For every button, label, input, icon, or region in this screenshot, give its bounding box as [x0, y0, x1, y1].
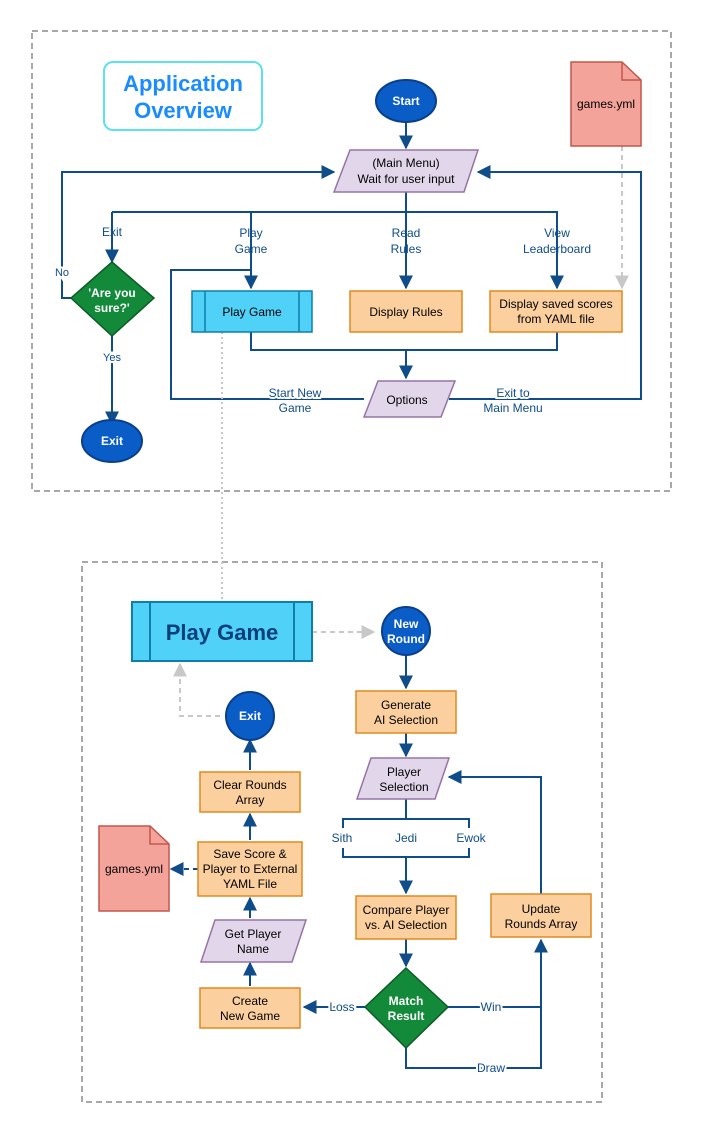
save-score-label-1: Save Score &: [213, 847, 286, 861]
player-selection-label-1: Player: [387, 765, 421, 779]
selection-split: [342, 818, 470, 828]
edge-no-loop: [61, 165, 336, 299]
play-game-subprocess-detail[interactable]: Play Game: [131, 601, 313, 662]
edge-exit-main-menu: [449, 165, 642, 400]
save-score-label-3: YAML File: [223, 877, 277, 891]
selection-merge: [342, 848, 470, 858]
new-round-label-1: New: [394, 617, 419, 631]
edge-label-play-2: Game: [235, 242, 268, 256]
options-label: Options: [386, 393, 427, 407]
match-result-label-2: Result: [388, 1009, 425, 1023]
new-round-node[interactable]: New Round: [381, 606, 431, 656]
display-scores-label-1: Display saved scores: [499, 297, 612, 311]
clear-rounds-node[interactable]: Clear Rounds Array: [199, 771, 301, 813]
edge-label-view-2: Leaderboard: [523, 242, 591, 256]
games-yml-file-detail[interactable]: games.yml: [98, 825, 170, 912]
clear-rounds-label-2: Array: [236, 793, 265, 807]
compare-label-2: vs. AI Selection: [365, 918, 447, 932]
update-rounds-node[interactable]: Update Rounds Array: [490, 893, 592, 938]
play-game-label-overview: Play Game: [222, 305, 282, 319]
display-scores-node[interactable]: Display saved scores from YAML file: [489, 290, 623, 333]
display-scores-label-2: from YAML file: [517, 312, 594, 326]
start-node[interactable]: Start: [375, 79, 437, 123]
edge-start-new-game: [170, 269, 364, 400]
are-you-sure-decision[interactable]: 'Are you sure?': [69, 261, 156, 338]
play-game-container: [81, 561, 603, 1103]
are-you-sure-label-2: sure?': [94, 301, 130, 315]
overview-title-line1: Application: [123, 71, 243, 96]
edge-label-loss: Loss: [329, 1000, 354, 1014]
overview-title: Application Overview: [103, 61, 263, 131]
edge-update-player: [447, 770, 542, 894]
edge-label-exit: Exit: [102, 225, 123, 239]
get-player-name-node[interactable]: Get Player Name: [199, 919, 308, 963]
edge-label-start-new-1: Start New: [269, 386, 322, 400]
edge-label-exit-main-1: Exit to: [496, 386, 530, 400]
play-game-title-detail: Play Game: [166, 620, 279, 645]
edge-label-play-1: Play: [239, 226, 262, 240]
main-menu-label-2: Wait for user input: [358, 172, 456, 186]
merge-bar: [250, 332, 558, 351]
generate-ai-label-1: Generate: [381, 698, 431, 712]
create-new-game-node[interactable]: Create New Game: [199, 987, 301, 1029]
compare-node[interactable]: Compare Player vs. AI Selection: [355, 895, 457, 940]
create-new-game-label-1: Create: [232, 994, 268, 1008]
match-result-label-1: Match: [389, 994, 424, 1008]
player-selection-node[interactable]: Player Selection: [355, 757, 451, 800]
save-score-label-2: Player to External: [203, 862, 298, 876]
clear-rounds-label-1: Clear Rounds: [213, 778, 286, 792]
edge-label-win: Win: [481, 1000, 502, 1014]
choice-ewok[interactable]: Ewok: [454, 829, 488, 847]
exit-node-overview[interactable]: Exit: [81, 419, 143, 463]
exit-label-detail: Exit: [239, 709, 261, 723]
update-rounds-label-1: Update: [522, 902, 561, 916]
edge-exit-playgame: [173, 662, 220, 717]
edge-label-start-new-2: Game: [279, 401, 312, 415]
edge-label-draw: Draw: [477, 1061, 505, 1075]
options-node[interactable]: Options: [362, 380, 457, 418]
generate-ai-node[interactable]: Generate AI Selection: [355, 690, 457, 734]
match-result-decision[interactable]: Match Result: [363, 966, 450, 1050]
get-player-name-label-2: Name: [237, 942, 269, 956]
play-game-subprocess-overview[interactable]: Play Game: [191, 290, 313, 333]
edge-win: [448, 938, 548, 1008]
edge-label-read-2: Rules: [391, 242, 422, 256]
compare-label-1: Compare Player: [363, 903, 450, 917]
edge-draw: [405, 1007, 542, 1069]
edge-label-read-1: Read: [392, 226, 421, 240]
new-round-label-2: Round: [387, 632, 425, 646]
update-rounds-label-2: Rounds Array: [505, 917, 578, 931]
display-rules-label: Display Rules: [369, 305, 442, 319]
games-yml-file-overview[interactable]: games.yml: [570, 61, 642, 147]
start-label: Start: [392, 94, 419, 108]
main-menu-label-1: (Main Menu): [372, 156, 439, 170]
edge-label-yes: Yes: [103, 352, 121, 364]
edge-label-exit-main-2: Main Menu: [483, 401, 542, 415]
exit-label-overview: Exit: [101, 434, 123, 448]
edge-label-no: No: [55, 267, 69, 279]
create-new-game-label-2: New Game: [220, 1009, 280, 1023]
get-player-name-label-1: Get Player: [225, 927, 282, 941]
are-you-sure-label-1: 'Are you: [88, 286, 136, 300]
edge-label-view-1: View: [544, 226, 570, 240]
choice-sith[interactable]: Sith: [330, 829, 355, 847]
player-selection-label-2: Selection: [379, 780, 428, 794]
save-score-node[interactable]: Save Score & Player to External YAML Fil…: [197, 841, 303, 897]
games-yml-label-overview: games.yml: [577, 97, 635, 111]
generate-ai-label-2: AI Selection: [374, 713, 438, 727]
main-menu-node[interactable]: (Main Menu) Wait for user input: [332, 149, 480, 193]
overview-title-line2: Overview: [134, 98, 233, 123]
display-rules-node[interactable]: Display Rules: [349, 290, 463, 333]
games-yml-label-detail: games.yml: [105, 862, 163, 876]
exit-node-detail[interactable]: Exit: [225, 691, 275, 741]
choice-jedi[interactable]: Jedi: [393, 829, 419, 847]
